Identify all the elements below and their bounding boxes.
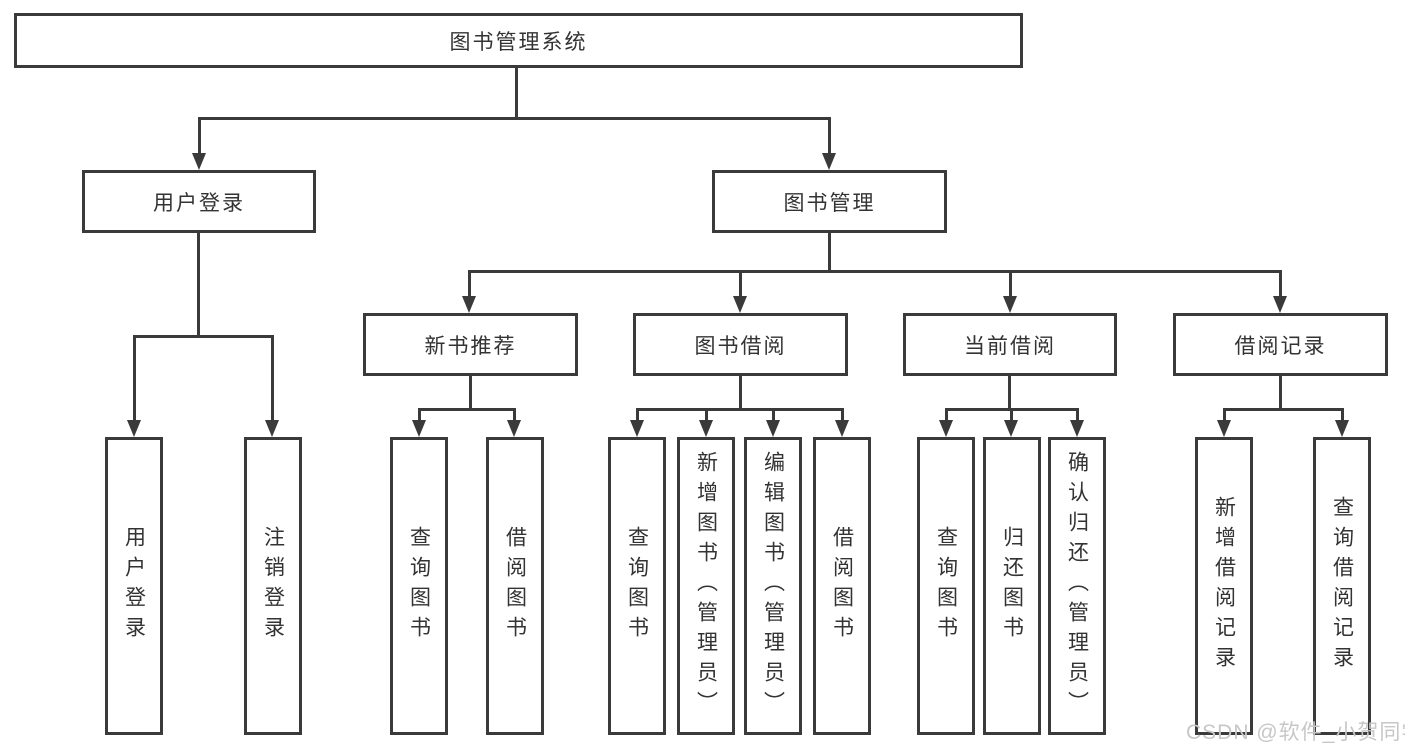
connector-line [1008, 376, 1011, 411]
arrow-down-icon [507, 420, 521, 437]
node-leaf-newbooks-query: 查询图书 [390, 437, 448, 735]
arrow-down-icon [265, 420, 279, 437]
connector-line [469, 376, 472, 411]
arrow-down-icon [1273, 296, 1287, 313]
connector-line [1009, 270, 1012, 298]
connector-line [1223, 408, 1226, 422]
node-leaf-borrow-query: 查询图书 [608, 437, 666, 735]
node-leaf-records-add: 新增借阅记录 [1195, 437, 1253, 735]
connector-line [468, 270, 471, 298]
node-leaf-logout: 注销登录 [244, 437, 302, 735]
arrow-down-icon [939, 420, 953, 437]
arrow-down-icon [127, 420, 141, 437]
connector-line [828, 233, 831, 273]
connector-line [133, 335, 274, 338]
node-leaf-borrow-borrow: 借阅图书 [813, 437, 871, 735]
connector-line [636, 408, 639, 422]
connector-line [513, 408, 516, 422]
arrow-down-icon [630, 420, 644, 437]
csdn-watermark: CSDN @软件_小贺同学 [1186, 721, 1405, 744]
connector-line [739, 270, 742, 298]
arrow-down-icon [699, 420, 713, 437]
node-leaf-records-query: 查询借阅记录 [1313, 437, 1371, 735]
connector-line [1010, 408, 1013, 422]
connector-line [515, 68, 518, 120]
arrow-down-icon [835, 420, 849, 437]
arrow-down-icon [1335, 420, 1349, 437]
node-leaf-newbooks-borrow: 借阅图书 [486, 437, 544, 735]
node-leaf-borrow-edit-admin: 编辑图书（管理员） [744, 437, 802, 735]
connector-line [772, 408, 775, 422]
connector-line [198, 117, 201, 155]
connector-line [945, 408, 948, 422]
arrow-down-icon [822, 153, 836, 170]
node-leaf-current-return: 归还图书 [983, 437, 1041, 735]
node-leaf-borrow-add-admin: 新增图书（管理员） [677, 437, 735, 735]
arrow-down-icon [462, 296, 476, 313]
connector-line [841, 408, 844, 422]
node-branch-book-management: 图书管理 [712, 170, 947, 233]
node-leaf-current-query: 查询图书 [917, 437, 975, 735]
connector-line [1279, 270, 1282, 298]
node-leaf-user-login: 用户登录 [105, 437, 163, 735]
connector-line [705, 408, 708, 422]
connector-line [1341, 408, 1344, 422]
connector-line [469, 270, 1282, 273]
connector-line [271, 335, 274, 422]
connector-line [637, 408, 844, 411]
connector-line [418, 408, 516, 411]
arrow-down-icon [192, 153, 206, 170]
node-category-new-book-recommend: 新书推荐 [363, 313, 578, 376]
node-branch-user-login: 用户登录 [82, 170, 316, 233]
connector-line [197, 233, 200, 338]
node-leaf-current-confirm-admin: 确认归还（管理员） [1048, 437, 1106, 735]
node-category-current-borrow: 当前借阅 [903, 313, 1117, 376]
connector-line [1279, 376, 1282, 411]
node-root-system: 图书管理系统 [14, 13, 1023, 68]
arrow-down-icon [412, 420, 426, 437]
connector-line [418, 408, 421, 422]
connector-line [739, 376, 742, 411]
arrow-down-icon [733, 296, 747, 313]
connector-line [133, 335, 136, 422]
connector-line [1076, 408, 1079, 422]
arrow-down-icon [1003, 296, 1017, 313]
arrow-down-icon [766, 420, 780, 437]
arrow-down-icon [1217, 420, 1231, 437]
arrow-down-icon [1004, 420, 1018, 437]
node-category-borrow-records: 借阅记录 [1173, 313, 1388, 376]
connector-line [828, 117, 831, 155]
connector-line [1223, 408, 1344, 411]
node-category-book-borrow: 图书借阅 [633, 313, 848, 376]
connector-line [198, 117, 831, 120]
arrow-down-icon [1070, 420, 1084, 437]
